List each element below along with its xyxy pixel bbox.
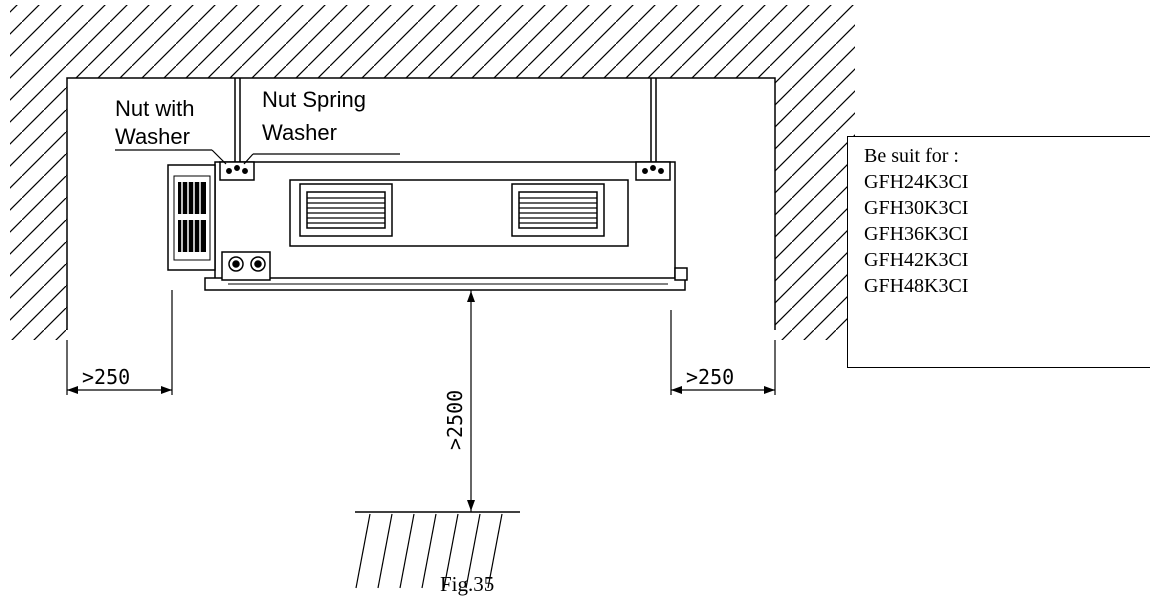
nut-with-washer-label-line2: Washer: [115, 124, 190, 149]
model-applicability-box: Be suit for : GFH24K3CI GFH30K3CI GFH36K…: [847, 136, 1150, 368]
model-item: GFH24K3CI: [864, 171, 969, 193]
left-clearance-dimension: [66, 290, 173, 395]
floor-hatching: [355, 511, 520, 589]
callout-leaders: [115, 149, 400, 165]
model-item: GFH36K3CI: [864, 223, 969, 245]
nut-spring-washer-label-line2: Washer: [262, 120, 337, 145]
model-item: GFH48K3CI: [864, 275, 969, 297]
indoor-unit: [167, 161, 688, 291]
left-clearance-value: >250: [82, 365, 130, 389]
right-clearance-value: >250: [686, 365, 734, 389]
floor-clearance-dimension: [467, 290, 475, 512]
model-box-heading: Be suit for :: [864, 145, 959, 167]
hanger-rods: [234, 78, 657, 162]
nut-spring-washer-label-line1: Nut Spring: [262, 87, 366, 112]
figure-caption: Fig.35: [440, 572, 495, 596]
model-item: GFH42K3CI: [864, 249, 969, 271]
right-clearance-dimension: [670, 310, 776, 395]
nut-with-washer-label-line1: Nut with: [115, 96, 194, 121]
floor-clearance-value: >2500: [443, 390, 467, 450]
model-item: GFH30K3CI: [864, 197, 969, 219]
